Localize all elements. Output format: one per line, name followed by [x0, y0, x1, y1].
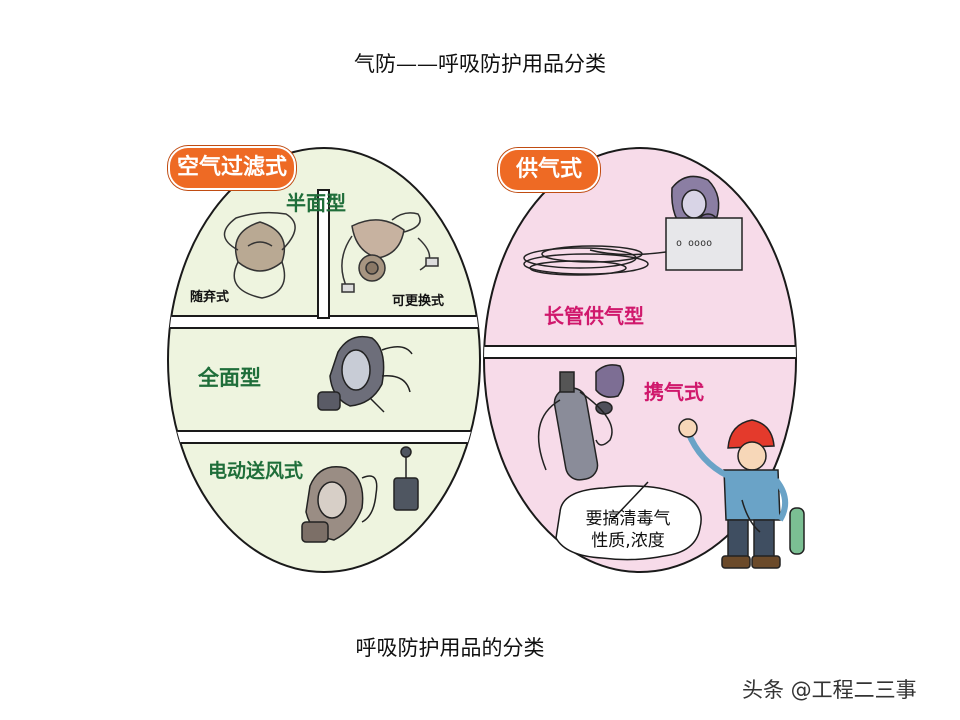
- half-face-label: 半面型: [286, 191, 346, 215]
- figure-caption: 呼吸防护用品的分类: [355, 636, 545, 660]
- scba-label: 携气式: [644, 380, 704, 404]
- full-face-mask-icon: [317, 335, 413, 413]
- airline-label: 长管供气型: [544, 304, 644, 328]
- speech-line-2: 性质,浓度: [591, 531, 665, 551]
- speech-bubble: [555, 481, 702, 561]
- powered-label: 电动送风式: [208, 460, 304, 482]
- replaceable-half-mask-icon: [341, 212, 439, 293]
- watermark: 头条 @工程二三事: [742, 678, 917, 702]
- page-title: 气防——呼吸防护用品分类: [354, 52, 606, 76]
- speech-line-1: 要搞清毒气: [585, 509, 671, 529]
- worker-illustration: [678, 418, 805, 569]
- divider-band-right: [484, 345, 796, 359]
- airline-respirator-icon: o oooo: [523, 175, 743, 276]
- scba-icon: [537, 364, 625, 481]
- disposable-label: 随弃式: [190, 290, 230, 305]
- disposable-mask-icon: [223, 211, 296, 299]
- speech-bubble-text: 要搞清毒气 性质,浓度: [566, 508, 690, 552]
- svg-text:o oooo: o oooo: [676, 238, 712, 249]
- divider-band-2: [168, 430, 480, 444]
- air-purifying-badge: 空气过滤式: [168, 146, 296, 190]
- powered-respirator-icon: [301, 446, 419, 543]
- full-face-label: 全面型: [198, 366, 261, 390]
- replaceable-label: 可更换式: [392, 294, 445, 309]
- divider-vertical: [317, 189, 330, 319]
- supplied-air-badge: 供气式: [498, 148, 600, 192]
